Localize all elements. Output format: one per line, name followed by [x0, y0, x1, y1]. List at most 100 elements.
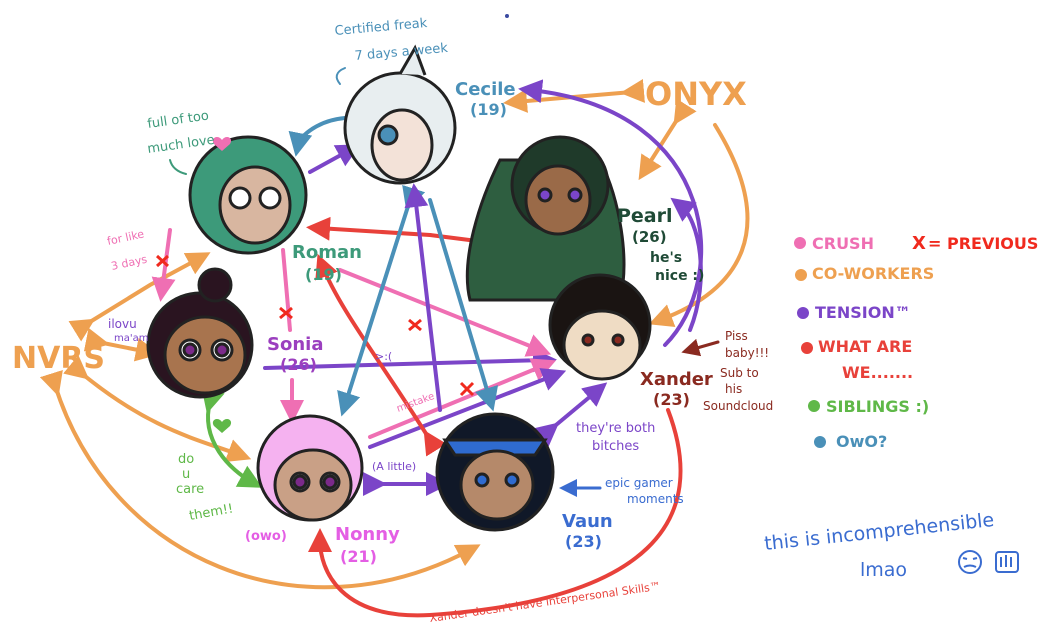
- pearl-note: he's: [650, 250, 682, 266]
- annotation-ilovu: ilovu: [108, 317, 137, 331]
- legend-previous-label: = PREVIOUS: [928, 234, 1038, 253]
- legend-item-crush: CRUSH: [794, 234, 874, 253]
- annotation-gamer: epic gamer: [605, 476, 673, 490]
- annotation-certified: 7 days a week: [354, 41, 449, 64]
- annotation-piss: baby!!!: [725, 346, 769, 360]
- legend-label: SIBLINGS :): [826, 397, 929, 416]
- legend-label: OwO?: [836, 432, 887, 451]
- arrow-cecile-vaun: [428, 198, 499, 412]
- annotation-bitches: bitches: [592, 439, 639, 454]
- pearl-name: Pearl: [617, 205, 673, 227]
- annotation-frown: >:(: [375, 350, 392, 363]
- annotation-do-u-care: them!!: [188, 501, 234, 523]
- arrow-roman-cecile: [308, 144, 361, 174]
- annotation-a-little: (A little): [372, 460, 416, 473]
- roman-age: (19): [305, 265, 342, 284]
- stray-dot: [505, 14, 509, 18]
- annotation-full-love: full of too: [146, 108, 209, 131]
- cecile-name: Cecile: [455, 79, 516, 100]
- x-mark-icon: [155, 254, 170, 268]
- arrow-piss: [681, 338, 720, 357]
- annotation-full-love: much love: [146, 133, 215, 157]
- annotation-ilovu: ma'am: [114, 333, 149, 344]
- sonia-age: (26): [280, 355, 317, 374]
- legend-item-co-workers: CO-WORKERS: [795, 264, 934, 283]
- legend-item-tension: TENSION™: [797, 303, 911, 322]
- arrow-pearl-roman: [306, 216, 432, 241]
- arrow-onyx-xander: [648, 123, 750, 328]
- xander-name: Xander: [640, 369, 713, 390]
- arrow-xander-nonny: [308, 408, 683, 618]
- hand-icon: [995, 551, 1019, 573]
- annotation-do-u-care: care: [176, 482, 204, 497]
- annotation-piss: his: [725, 382, 742, 396]
- arrow-onyx-pearl: [638, 98, 697, 181]
- legend-previous-mark: X: [912, 233, 926, 254]
- roman-name: Roman: [292, 242, 362, 263]
- legend-label: WHAT ARE: [818, 337, 912, 356]
- arrow-roman-sonia-previous: [281, 248, 292, 332]
- heart-icon: [212, 137, 232, 151]
- arrow-roman-sonia-crush: [151, 228, 176, 302]
- group-nvrs: NVRS: [12, 341, 105, 376]
- footer-line1: this is incomprehensible: [763, 509, 995, 555]
- annotation-certified: Certified freak: [334, 16, 428, 39]
- footer-line2: lmao: [860, 559, 907, 581]
- footer-note: this is incomprehensible lmao: [763, 509, 1019, 581]
- legend-label: WE.......: [842, 363, 913, 382]
- character-heads: [146, 44, 652, 532]
- annotation-interpersonal: Xander doesn't have interpersonal Skills…: [429, 580, 662, 625]
- legend: CRUSH X = PREVIOUS CO-WORKERS TENSION™ W…: [794, 233, 1038, 451]
- legend-item-siblings: SIBLINGS :): [808, 397, 929, 416]
- xander-age: (23): [653, 390, 690, 409]
- xander-portrait: [548, 273, 652, 381]
- nonny-age: (21): [340, 547, 377, 566]
- x-mark-icon: [459, 381, 475, 397]
- arrow-sonia-nonny-siblings: [201, 387, 263, 488]
- annotation-gamer: moments: [627, 492, 684, 506]
- annotation-piss: Soundcloud: [703, 399, 773, 413]
- pensive-emoji-icon: [958, 550, 982, 574]
- annotation-bitches: they're both: [576, 421, 655, 436]
- nonny-owo: (owo): [245, 529, 287, 544]
- arrow-vaun-cecile: [404, 183, 442, 412]
- pearl-note: nice :): [655, 268, 704, 284]
- cecile-portrait: [343, 44, 457, 185]
- arrow-nvrs-sonia: [83, 327, 160, 362]
- annotation-for-like: for like: [106, 227, 146, 248]
- arrow-nvrs-roman: [68, 252, 211, 342]
- vaun-portrait: [435, 412, 555, 532]
- arrow-fulllove: [169, 159, 187, 175]
- group-onyx: ONYX: [645, 75, 747, 113]
- roman-portrait: [188, 135, 308, 255]
- annotation-piss: Piss: [725, 329, 748, 343]
- previous-marks: [155, 254, 475, 397]
- vaun-age: (23): [565, 532, 602, 551]
- vaun-name: Vaun: [562, 511, 613, 532]
- arrow-xander-vaun: [533, 382, 608, 447]
- annotation-do-u-care: do: [178, 452, 194, 467]
- arrow-xander-pearl: [670, 197, 703, 332]
- annotation-do-u-care: u: [182, 467, 190, 482]
- nonny-portrait: [256, 414, 364, 522]
- cecile-age: (19): [470, 100, 507, 119]
- legend-label: TENSION™: [815, 303, 911, 322]
- x-mark-icon: [279, 306, 293, 320]
- arrow-certified: [335, 67, 346, 85]
- annotation-for-like: 3 days: [110, 253, 149, 273]
- pearl-age: (26): [632, 228, 667, 246]
- arrow-cecile-nonny: [337, 184, 426, 417]
- legend-label: CO-WORKERS: [812, 264, 934, 283]
- legend-item-owo: OwO?: [814, 432, 887, 451]
- nonny-name: Nonny: [335, 524, 400, 545]
- arrow-cecile-roman: [288, 116, 347, 157]
- x-mark-icon: [408, 318, 422, 332]
- labels: ONYX NVRS Cecile (19) Roman (19) Pearl (…: [12, 16, 773, 625]
- sonia-name: Sonia: [267, 334, 323, 355]
- heart-icon: [212, 419, 232, 433]
- legend-item-what-are-we: WHAT ARE WE.......: [801, 337, 913, 382]
- legend-label: CRUSH: [812, 234, 874, 253]
- pearl-portrait: [465, 135, 626, 302]
- sonia-portrait: [146, 267, 254, 399]
